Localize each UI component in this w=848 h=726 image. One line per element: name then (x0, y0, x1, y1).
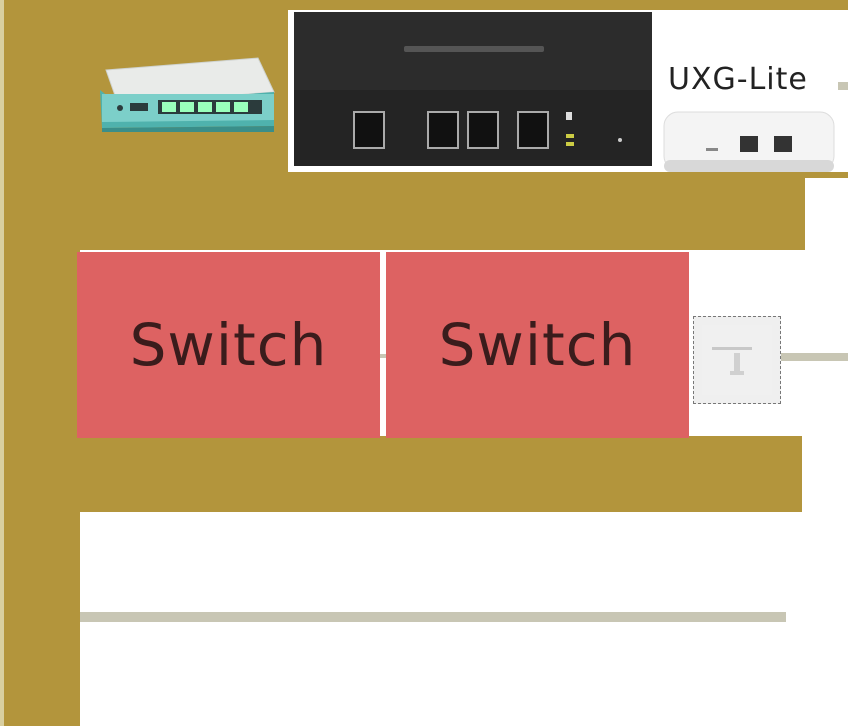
router-icon (292, 10, 654, 168)
frame-left-bar (0, 0, 80, 726)
switch-node-1: Switch (77, 252, 380, 438)
gateway-icon (660, 108, 838, 176)
link-line-bottom (80, 612, 786, 622)
link-line-top-right (838, 82, 848, 90)
frame-right-strip (805, 172, 848, 178)
uxg-lite-label: UXG-Lite (668, 62, 808, 97)
frame-left-edge (0, 0, 4, 726)
frame-top-band (80, 0, 848, 10)
router-icon (98, 52, 276, 132)
access-point-icon (693, 316, 781, 404)
frame-lower-band (80, 436, 802, 512)
link-line-switches (380, 354, 386, 358)
link-line-right (781, 353, 848, 361)
switch-node-2: Switch (386, 252, 689, 438)
frame-upper-band (80, 172, 805, 250)
